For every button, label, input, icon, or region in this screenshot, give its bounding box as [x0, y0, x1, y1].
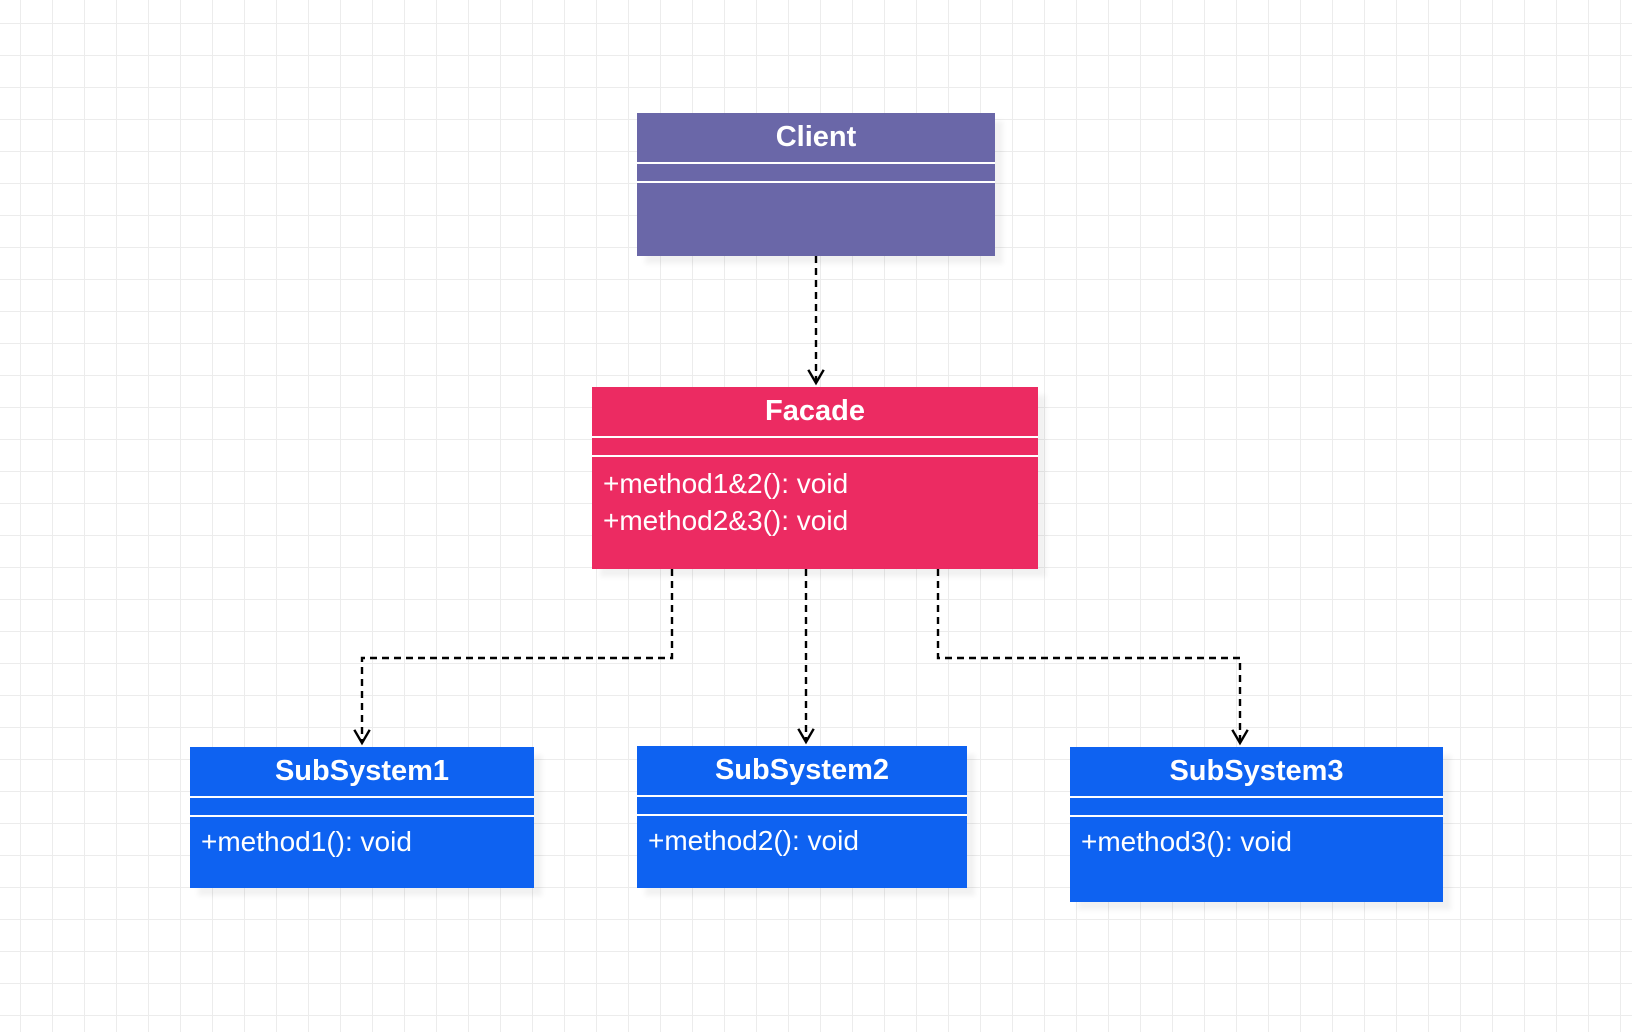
class-client-attributes-empty: [637, 164, 995, 183]
method-row: +method2&3(): void: [603, 505, 849, 536]
class-subsystem2[interactable]: SubSystem2 +method2(): void: [637, 746, 967, 888]
class-subsystem2-title: SubSystem2: [637, 746, 967, 797]
class-subsystem3-methods: +method3(): void: [1070, 817, 1443, 902]
class-subsystem3[interactable]: SubSystem3 +method3(): void: [1070, 747, 1443, 902]
class-client[interactable]: Client: [637, 113, 995, 256]
method-row: +method2(): void: [648, 825, 859, 856]
class-facade-methods: +method1&2(): void +method2&3(): void: [592, 457, 1038, 569]
class-subsystem3-attributes-empty: [1070, 798, 1443, 817]
class-subsystem1[interactable]: SubSystem1 +method1(): void: [190, 747, 534, 888]
class-facade[interactable]: Facade +method1&2(): void +method2&3(): …: [592, 387, 1038, 569]
edge-facade-subsystem1[interactable]: [353, 569, 674, 746]
class-client-title: Client: [637, 113, 995, 164]
class-subsystem3-title: SubSystem3: [1070, 747, 1443, 798]
class-subsystem1-methods: +method1(): void: [190, 817, 534, 888]
class-facade-title: Facade: [592, 387, 1038, 438]
class-subsystem2-methods: +method2(): void: [637, 816, 967, 888]
method-row: +method3(): void: [1081, 826, 1292, 857]
class-facade-attributes-empty: [592, 438, 1038, 457]
class-subsystem1-title: SubSystem1: [190, 747, 534, 798]
edge-facade-subsystem3[interactable]: [936, 569, 1249, 746]
class-subsystem2-attributes-empty: [637, 797, 967, 816]
class-client-methods-empty: [637, 183, 995, 256]
method-row: +method1&2(): void: [603, 468, 849, 499]
method-row: +method1(): void: [201, 826, 412, 857]
class-subsystem1-attributes-empty: [190, 798, 534, 817]
